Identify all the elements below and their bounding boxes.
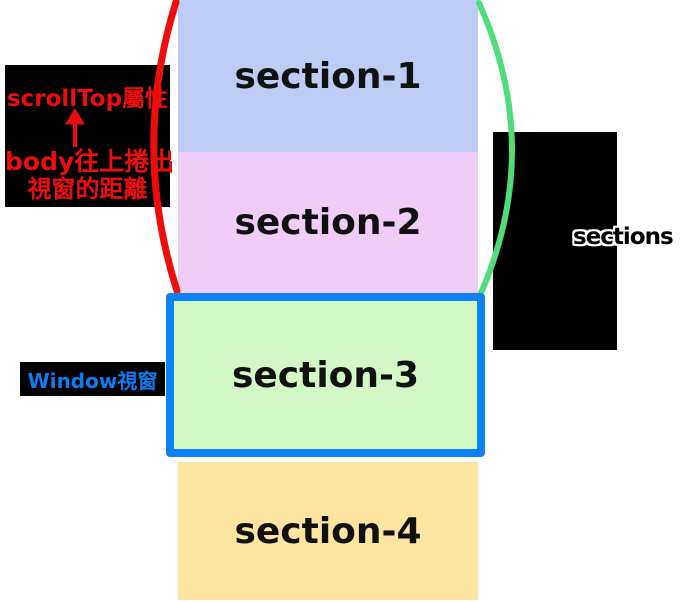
section-3-label: section-3 bbox=[231, 354, 420, 396]
window-callout: Window視窗 bbox=[20, 362, 165, 396]
section-2-block: section-2 bbox=[178, 152, 478, 293]
sections-callout: sections bbox=[493, 132, 674, 350]
section-2-label: section-2 bbox=[234, 202, 422, 243]
window-viewport-box: section-3 bbox=[166, 293, 485, 457]
scrolltop-callout-desc2: 視窗的距離 bbox=[27, 175, 148, 203]
section-4-label: section-4 bbox=[234, 510, 422, 552]
scrolltop-callout: scrollTop屬性 body往上捲出 視窗的距離 bbox=[5, 65, 175, 207]
section-1-label: section-1 bbox=[234, 55, 422, 97]
up-arrow-icon bbox=[65, 109, 85, 147]
scrolltop-callout-title: scrollTop屬性 bbox=[6, 86, 169, 112]
section-1-block: section-1 bbox=[178, 0, 478, 152]
scrolltop-callout-desc1: body往上捲出 bbox=[5, 147, 175, 176]
section-4-block: section-4 bbox=[178, 462, 478, 600]
sections-callout-label: sections bbox=[573, 224, 674, 250]
window-callout-label: Window視窗 bbox=[27, 368, 158, 393]
